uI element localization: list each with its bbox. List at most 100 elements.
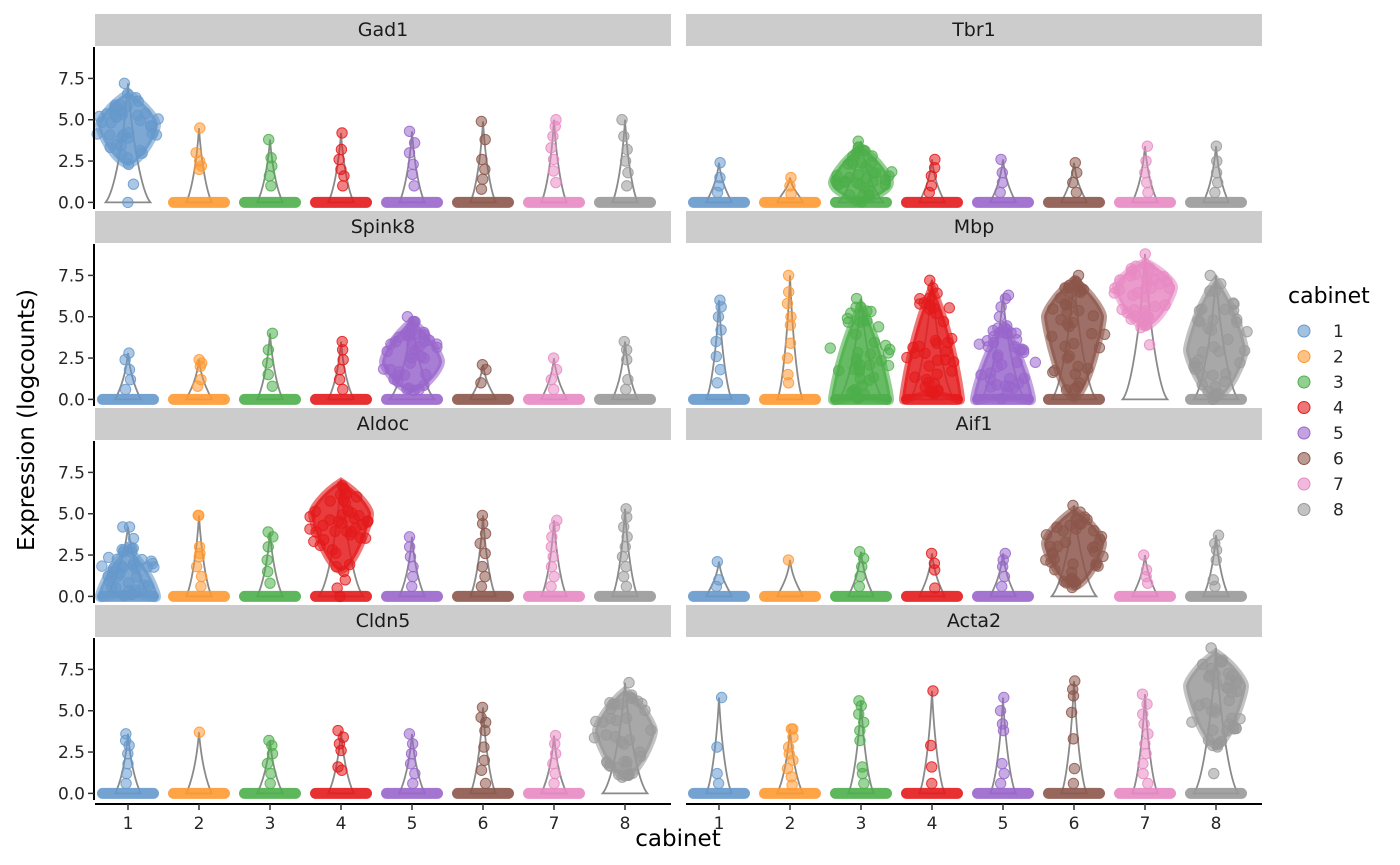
outlier-point [1205,642,1217,654]
outlier-point [335,143,348,156]
outlier-point [475,115,488,128]
violin-group-5 [972,691,1034,799]
outlier-point [1208,767,1220,780]
data-point [879,174,892,186]
data-point [924,385,936,398]
outlier-point [404,757,417,770]
data-point [1241,325,1253,338]
outlier-point [782,368,794,381]
data-point [122,158,135,171]
outlier-point [621,531,633,543]
zero-band [381,590,443,602]
data-point [110,139,123,151]
x-tick-label: 6 [1069,814,1080,834]
violin-group-4 [898,274,966,405]
x-tick-label: 1 [123,814,134,834]
zero-band [830,590,892,602]
outlier-point [408,180,420,192]
outlier-point [622,166,634,179]
data-point [1040,529,1053,541]
x-tick-label: 8 [620,814,631,834]
zero-band [168,196,230,208]
data-point [909,371,921,383]
data-point [329,525,341,537]
outlier-point [546,531,558,543]
outlier-point [712,311,725,323]
violin-group-6 [452,358,514,405]
legend-label-2: 2 [1333,348,1344,368]
data-point [1230,722,1242,735]
outlier-point [927,685,939,697]
data-point [832,179,845,191]
outlier-point [998,691,1010,704]
violin-group-3 [830,546,892,602]
data-point [1125,313,1137,325]
outlier-point [1211,155,1223,167]
zero-band [381,787,443,799]
data-point [122,577,135,589]
outlier-point [929,582,941,594]
violin-group-6 [1043,157,1105,208]
facet-strip-label: Acta2 [947,610,1001,632]
data-point [604,760,617,772]
outlier-point [547,383,560,396]
outlier-point [1210,554,1222,566]
zero-band [1043,196,1105,208]
outlier-point [547,165,560,177]
data-point [1207,314,1219,326]
outlier-point [1140,564,1153,576]
outlier-point [545,580,557,593]
facet-strip-label: Mbp [954,216,995,238]
zero-band [688,196,750,208]
violin-group-1 [97,728,159,799]
outlier-point [479,570,491,583]
outlier-point [1142,186,1154,199]
outlier-point [618,570,630,583]
data-point [1193,699,1206,712]
outlier-point [1068,762,1081,775]
zero-band [523,590,585,602]
data-point [923,360,935,372]
legend-key-5 [1297,426,1311,440]
outlier-point [332,724,344,737]
outlier-point [479,527,492,540]
outlier-point [261,565,274,578]
violin-group-4 [310,335,372,405]
data-point [104,129,116,141]
zero-band [523,196,585,208]
violin-group-2 [168,509,230,602]
zero-band [594,590,656,602]
data-point [1211,739,1224,751]
violin-group-2 [759,554,821,602]
outlier-point [623,676,635,689]
data-point [867,371,880,383]
data-point [150,129,163,141]
facet-panel-aldoc: Aldoc [94,408,671,603]
zero-band [310,787,372,799]
data-point [1225,687,1238,699]
violin-group-1 [688,157,750,208]
outlier-point [479,163,491,176]
data-point [1040,554,1052,566]
outlier-point [925,547,938,560]
data-point [982,341,995,353]
data-point [1088,525,1100,537]
outlier-point [332,761,344,773]
outlier-point [856,761,868,773]
zero-band [901,787,963,799]
violin-group-1 [94,521,162,603]
y-tick-label: 7.5 [58,463,85,483]
data-point [102,570,114,582]
outlier-point [551,514,563,527]
facet-strip-label: Aif1 [955,413,992,435]
outlier-point [620,383,632,396]
data-point [1052,540,1064,553]
outlier-point [711,767,723,780]
outlier-point [265,180,277,192]
data-point [418,379,430,392]
data-point [126,588,138,600]
violin-group-3 [239,734,301,799]
data-point [1116,303,1128,316]
data-point [1238,344,1251,357]
data-point [1051,521,1063,533]
